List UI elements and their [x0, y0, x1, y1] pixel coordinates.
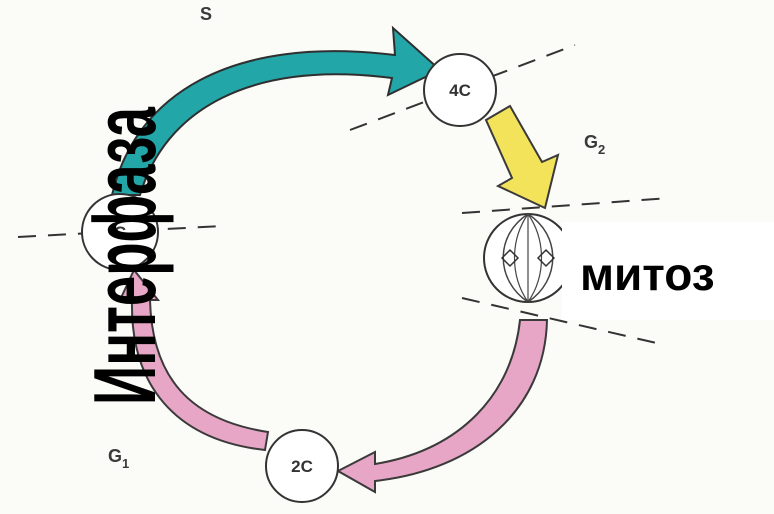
mitosis-label-background: [562, 222, 774, 320]
g1-phase-label: G1: [108, 446, 129, 471]
mitosis-cell-icon: [483, 213, 573, 303]
node-4c-circle: [423, 53, 497, 127]
node-left-circle: [81, 193, 159, 271]
node-4c-label: 4C: [449, 81, 471, 100]
node-left-label: C: [114, 223, 126, 242]
g2-phase-label: G2: [584, 132, 605, 157]
boundary-line-g2-mitosis: [461, 197, 671, 214]
mitosis-label: митоз: [580, 248, 715, 300]
node-2c-label: 2C: [291, 457, 313, 476]
boundary-line-mitosis-g1: [461, 297, 666, 346]
node-2c-circle: [265, 429, 339, 503]
s-phase-label: S: [200, 4, 212, 24]
arrow-mitosis-to-g1: [335, 319, 549, 494]
interphase-label: Интерфаза: [76, 106, 175, 405]
arrow-g2: [484, 104, 560, 210]
arrow-g1: [118, 268, 270, 452]
